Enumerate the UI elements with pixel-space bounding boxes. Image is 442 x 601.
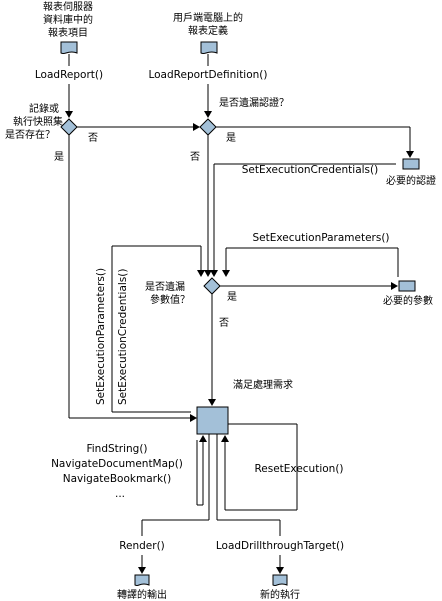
decision-snapshot-line-1: 記錄或 [29,102,59,115]
rendered-output-shape [134,574,150,586]
set-execution-credentials-vertical-label: SetExecutionCredentials() [117,269,129,405]
parameters-no-label: 否 [219,317,229,329]
find-string-label: FindString() [86,443,147,455]
process-needs-label: 滿足處理需求 [233,378,293,391]
decision-snapshot-exists [60,118,78,136]
new-execution-shape [272,574,288,586]
decision-missing-credentials [199,118,217,136]
rendered-output-label: 轉譯的輸出 [117,588,167,601]
load-report-definition-label: LoadReportDefinition() [148,69,267,81]
source-server-line-1: 報表伺服器 [43,0,93,13]
decision-snapshot-line-3: 是否存在？ [5,128,55,141]
credentials-no-label: 否 [190,151,200,163]
set-execution-parameters-label: SetExecutionParameters() [252,232,389,244]
load-drillthrough-target-label: LoadDrillthroughTarget() [216,540,344,552]
decision-missing-parameters [203,277,221,295]
required-parameters-box [398,280,416,292]
render-label: Render() [119,540,165,552]
load-report-label: LoadReport() [35,69,103,81]
navigate-document-map-label: NavigateDocumentMap() [51,458,183,470]
report-processing-box [196,406,229,435]
client-report-definition-shape [200,41,218,54]
set-execution-credentials-label: SetExecutionCredentials() [242,164,378,176]
decision-snapshot-line-2: 執行快照集 [13,115,63,128]
source-client-line-1: 用戶端電腦上的 [173,11,243,24]
required-credentials-box [402,158,420,170]
snapshot-no-label: 否 [88,132,98,144]
decision-parameters-line-2: 參數值？ [150,293,190,306]
required-credentials-label: 必要的認證 [386,174,436,187]
parameters-yes-label: 是 [227,291,237,303]
snapshot-yes-label: 是 [54,151,64,163]
source-server-line-2: 資料庫中的 [43,13,93,26]
server-report-item-shape [60,41,78,54]
set-execution-parameters-vertical-label: SetExecutionParameters() [95,268,107,405]
decision-parameters-line-1: 是否遺漏 [145,280,185,293]
decision-credentials-label: 是否遺漏認證？ [219,96,289,109]
required-parameters-label: 必要的參數 [383,294,433,307]
more-methods-ellipsis: ... [115,488,125,500]
navigate-bookmark-label: NavigateBookmark() [63,473,171,485]
source-client-line-2: 報表定義 [188,24,228,37]
new-execution-label: 新的執行 [260,588,300,601]
reset-execution-label: ResetExecution() [254,463,343,475]
source-server-line-3: 報表項目 [48,26,88,39]
credentials-yes-label: 是 [226,132,236,144]
